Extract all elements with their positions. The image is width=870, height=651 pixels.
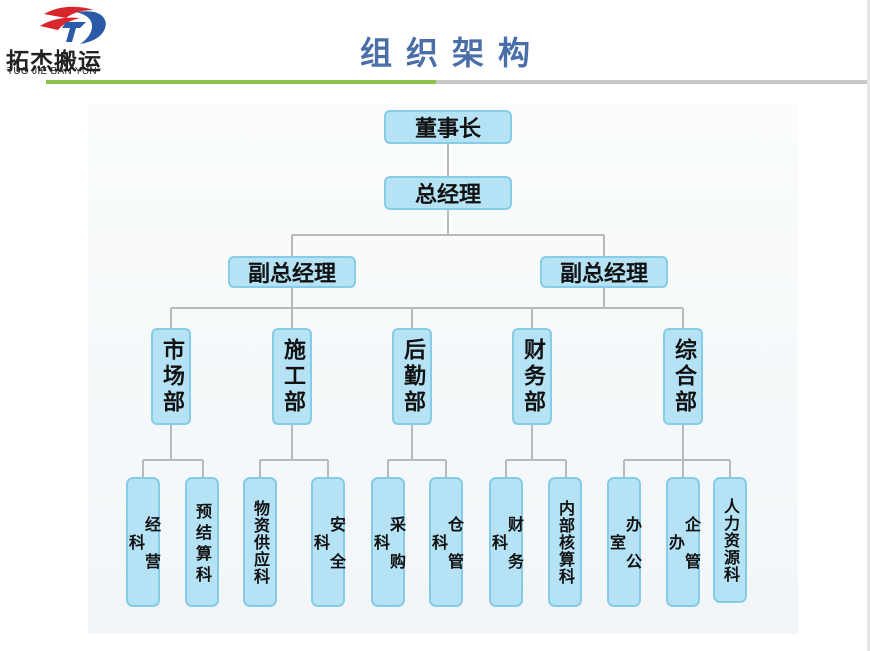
general-manager-box: 总经理 <box>384 176 512 210</box>
section-budget-box: 预结算科 <box>185 477 219 607</box>
section-operations-box: 经营科 <box>126 477 161 607</box>
slide-header: 拓杰搬运 TUO JIE BAN YUN 组织架构 <box>0 0 870 84</box>
dept-construction-box: 施工部 <box>272 328 312 425</box>
section-safety-box: 安全科 <box>311 477 346 607</box>
section-finance-box: 财务科 <box>489 477 524 607</box>
section-warehouse-box: 仓管科 <box>429 477 464 607</box>
section-internal-accounting-box: 内部核算科 <box>548 477 582 607</box>
tuojie-logo-icon <box>40 6 106 44</box>
dept-general-box: 综合部 <box>663 328 703 425</box>
section-supplies-box: 物资供应科 <box>243 477 277 607</box>
slide-edge <box>867 0 870 651</box>
section-office-box: 办公室 <box>607 477 642 607</box>
page-title: 组织架构 <box>360 34 545 72</box>
dept-market-box: 市场部 <box>151 328 191 425</box>
header-divider-bar <box>436 80 870 84</box>
deputy-gm-left-box: 副总经理 <box>228 256 356 288</box>
dept-logistics-box: 后勤部 <box>392 328 432 425</box>
section-hr-box: 人力资源科 <box>713 477 747 603</box>
chairman-box: 董事长 <box>384 110 512 144</box>
deputy-gm-right-box: 副总经理 <box>540 256 668 288</box>
header-accent-bar <box>46 80 436 84</box>
dept-finance-box: 财务部 <box>512 328 552 425</box>
logo-text-en: TUO JIE BAN YUN <box>7 66 97 77</box>
section-purchasing-box: 采购科 <box>371 477 406 607</box>
section-enterprise-office-box: 企管办 <box>666 477 701 607</box>
logo-text-cn: 拓杰搬运 <box>6 49 102 75</box>
